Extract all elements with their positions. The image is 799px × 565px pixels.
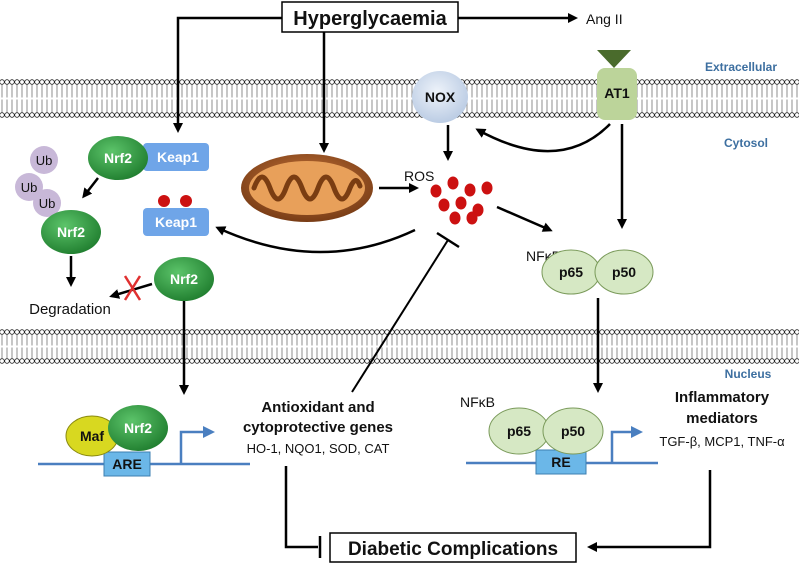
transcription-arrow-are xyxy=(179,430,205,464)
transcription-arrowhead-re xyxy=(631,426,643,438)
are-element xyxy=(103,451,151,477)
maf-label: Maf xyxy=(80,428,104,444)
inhibition-to-complications xyxy=(284,466,318,549)
inhibition-bar xyxy=(436,231,460,249)
ros-dot xyxy=(438,198,450,212)
arrow-to-complications xyxy=(587,470,712,552)
nrf2-nuclear-label: Nrf2 xyxy=(124,420,152,436)
transcription-arrow-re xyxy=(610,430,633,463)
hyperglycaemia-label: Hyperglycaemia xyxy=(293,8,447,30)
p50-cytosol-label: p50 xyxy=(612,264,636,280)
mitochondrion xyxy=(241,154,373,222)
diabetic-complications-label: Diabetic Complications xyxy=(348,539,558,560)
arrow-ros-to-keap1 xyxy=(215,226,416,254)
cytosol-label: Cytosol xyxy=(724,136,768,150)
nrf2-nuclear xyxy=(108,405,168,451)
block-cross-icon xyxy=(123,275,142,301)
nrf2-free xyxy=(154,257,214,301)
ros-dot xyxy=(449,211,461,225)
nrf2-ubiquitinated xyxy=(41,210,101,254)
ub-2-label: Ub xyxy=(21,180,38,195)
nrf2-free-label: Nrf2 xyxy=(170,271,198,287)
cell-membrane xyxy=(0,79,799,118)
ros-dot xyxy=(464,183,476,197)
degradation-label: Degradation xyxy=(29,301,111,318)
at1-label: AT1 xyxy=(604,85,630,101)
arrow-ros-to-nfkb xyxy=(496,205,553,232)
keap1-ros-dot-1 xyxy=(158,195,170,207)
inflammatory-line2: mediators xyxy=(686,410,758,427)
transcription-arrowhead-are xyxy=(203,426,215,438)
antioxidant-line1: Antioxidant and xyxy=(261,399,374,416)
arrow-at1-to-nox xyxy=(475,123,611,153)
keap1-complex-box xyxy=(143,143,209,171)
p50-nuclear-label: p50 xyxy=(561,423,585,439)
diabetic-complications-box xyxy=(329,532,577,563)
nrf2-ubiquitinated-label: Nrf2 xyxy=(57,224,85,240)
nox-enzyme xyxy=(412,71,468,123)
nuclear-membrane xyxy=(0,329,799,364)
keap1-complex-label: Keap1 xyxy=(157,149,199,165)
nfkb-nuclear-label: NFκB xyxy=(460,394,495,410)
re-label: RE xyxy=(551,454,570,470)
p65-nuclear-label: p65 xyxy=(507,423,531,439)
ros-dot xyxy=(447,176,459,190)
inflammatory-genes: TGF-β, MCP1, TNF-α xyxy=(659,434,785,449)
ub-3-label: Ub xyxy=(39,196,56,211)
ros-dot xyxy=(455,196,467,210)
arrow-to-ub-nrf2 xyxy=(82,177,99,199)
ros-molecules xyxy=(430,176,493,225)
extracellular-label: Extracellular xyxy=(705,60,777,74)
ub-1 xyxy=(30,146,58,174)
are-label: ARE xyxy=(112,456,142,472)
ros-label: ROS xyxy=(404,168,434,184)
keap1-ros-dot-2 xyxy=(180,195,192,207)
nrf2-complex-label: Nrf2 xyxy=(104,150,132,166)
keap1-oxidized-label: Keap1 xyxy=(155,214,197,230)
ub-2 xyxy=(15,173,43,201)
p50-nuclear xyxy=(542,407,604,455)
arrow-to-nrf2-keap1 xyxy=(173,16,282,133)
ub-1-label: Ub xyxy=(36,153,53,168)
ub-3 xyxy=(33,189,61,217)
ros-dot xyxy=(430,184,442,198)
ros-dot xyxy=(481,181,493,195)
at1-receptor xyxy=(597,68,637,120)
ang-ii-label: Ang II xyxy=(586,11,623,27)
inflammatory-line1: Inflammatory xyxy=(675,389,770,406)
nox-label: NOX xyxy=(425,89,456,105)
ang-ii-ligand-triangle xyxy=(597,50,631,68)
ros-dot xyxy=(466,211,478,225)
keap1-oxidized-box xyxy=(143,208,209,236)
inhibition-antioxidant-to-ros xyxy=(351,239,449,393)
antioxidant-genes: HO-1, NQO1, SOD, CAT xyxy=(247,441,390,456)
p50-cytosol xyxy=(594,249,654,295)
antioxidant-line2: cytoprotective genes xyxy=(243,419,393,436)
p65-cytosol-label: p65 xyxy=(559,264,583,280)
nrf2-complex xyxy=(88,136,148,180)
nucleus-label: Nucleus xyxy=(725,367,772,381)
